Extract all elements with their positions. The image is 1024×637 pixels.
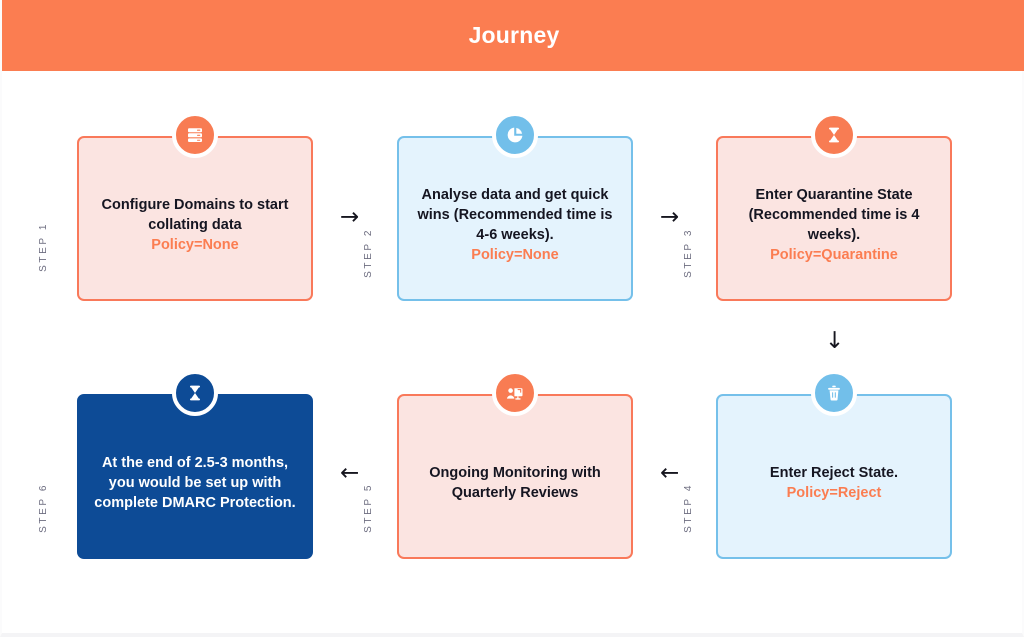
- step-card-2-policy: Policy=None: [471, 246, 559, 263]
- step-card-2-body: Analyse data and get quick wins (Recomme…: [417, 186, 613, 243]
- step-card-5[interactable]: Ongoing Monitoring with Quarterly Review…: [397, 394, 633, 559]
- step-card-1[interactable]: Configure Domains to start collating dat…: [77, 136, 313, 301]
- step-card-1-policy: Policy=None: [151, 236, 239, 253]
- arrow-step2-to-step3: →: [660, 204, 680, 230]
- arrow-step4-to-step5: ←: [660, 460, 680, 486]
- step-card-6-text: At the end of 2.5-3 months, you would be…: [93, 453, 297, 513]
- step-card-3-policy: Policy=Quarantine: [770, 246, 898, 263]
- step-card-5-text: Ongoing Monitoring with Quarterly Review…: [413, 463, 617, 503]
- pie-chart-icon: [492, 112, 538, 158]
- step-card-2-text: Analyse data and get quick wins (Recomme…: [413, 185, 617, 265]
- step-label-3: STEP 3: [683, 228, 694, 278]
- step-card-4-policy: Policy=Reject: [786, 484, 882, 501]
- arrow-step1-to-step2: →: [340, 204, 360, 230]
- step-card-3[interactable]: Enter Quarantine State (Recommended time…: [716, 136, 952, 301]
- step-label-2: STEP 2: [363, 228, 374, 278]
- step-card-1-text: Configure Domains to start collating dat…: [93, 195, 297, 255]
- step-card-4-body: Enter Reject State.: [769, 464, 899, 481]
- step-card-4-text: Enter Reject State. Policy=Reject: [770, 463, 898, 503]
- page-title: Journey: [468, 22, 560, 48]
- hourglass-icon: [811, 112, 857, 158]
- step-card-6[interactable]: At the end of 2.5-3 months, you would be…: [77, 394, 313, 559]
- step-card-4[interactable]: Enter Reject State. Policy=Reject: [716, 394, 952, 559]
- step-card-2[interactable]: Analyse data and get quick wins (Recomme…: [397, 136, 633, 301]
- step-card-6-body: At the end of 2.5-3 months, you would be…: [94, 454, 296, 511]
- step-card-3-text: Enter Quarantine State (Recommended time…: [732, 185, 936, 265]
- step-label-4: STEP 4: [683, 483, 694, 533]
- step-label-1: STEP 1: [38, 222, 49, 272]
- arrow-step3-to-step4: ↓: [825, 328, 845, 354]
- trash-icon: [811, 370, 857, 416]
- step-card-3-body: Enter Quarantine State (Recommended time…: [748, 186, 920, 243]
- step-label-6: STEP 6: [38, 483, 49, 533]
- presentation-icon: [492, 370, 538, 416]
- header-banner: Journey: [2, 0, 1024, 71]
- step-card-5-body: Ongoing Monitoring with Quarterly Review…: [429, 464, 601, 501]
- arrow-step5-to-step6: ←: [340, 460, 360, 486]
- step-label-5: STEP 5: [363, 483, 374, 533]
- server-icon: [172, 112, 218, 158]
- hourglass-icon-2: [172, 370, 218, 416]
- step-card-1-body: Configure Domains to start collating dat…: [101, 196, 289, 233]
